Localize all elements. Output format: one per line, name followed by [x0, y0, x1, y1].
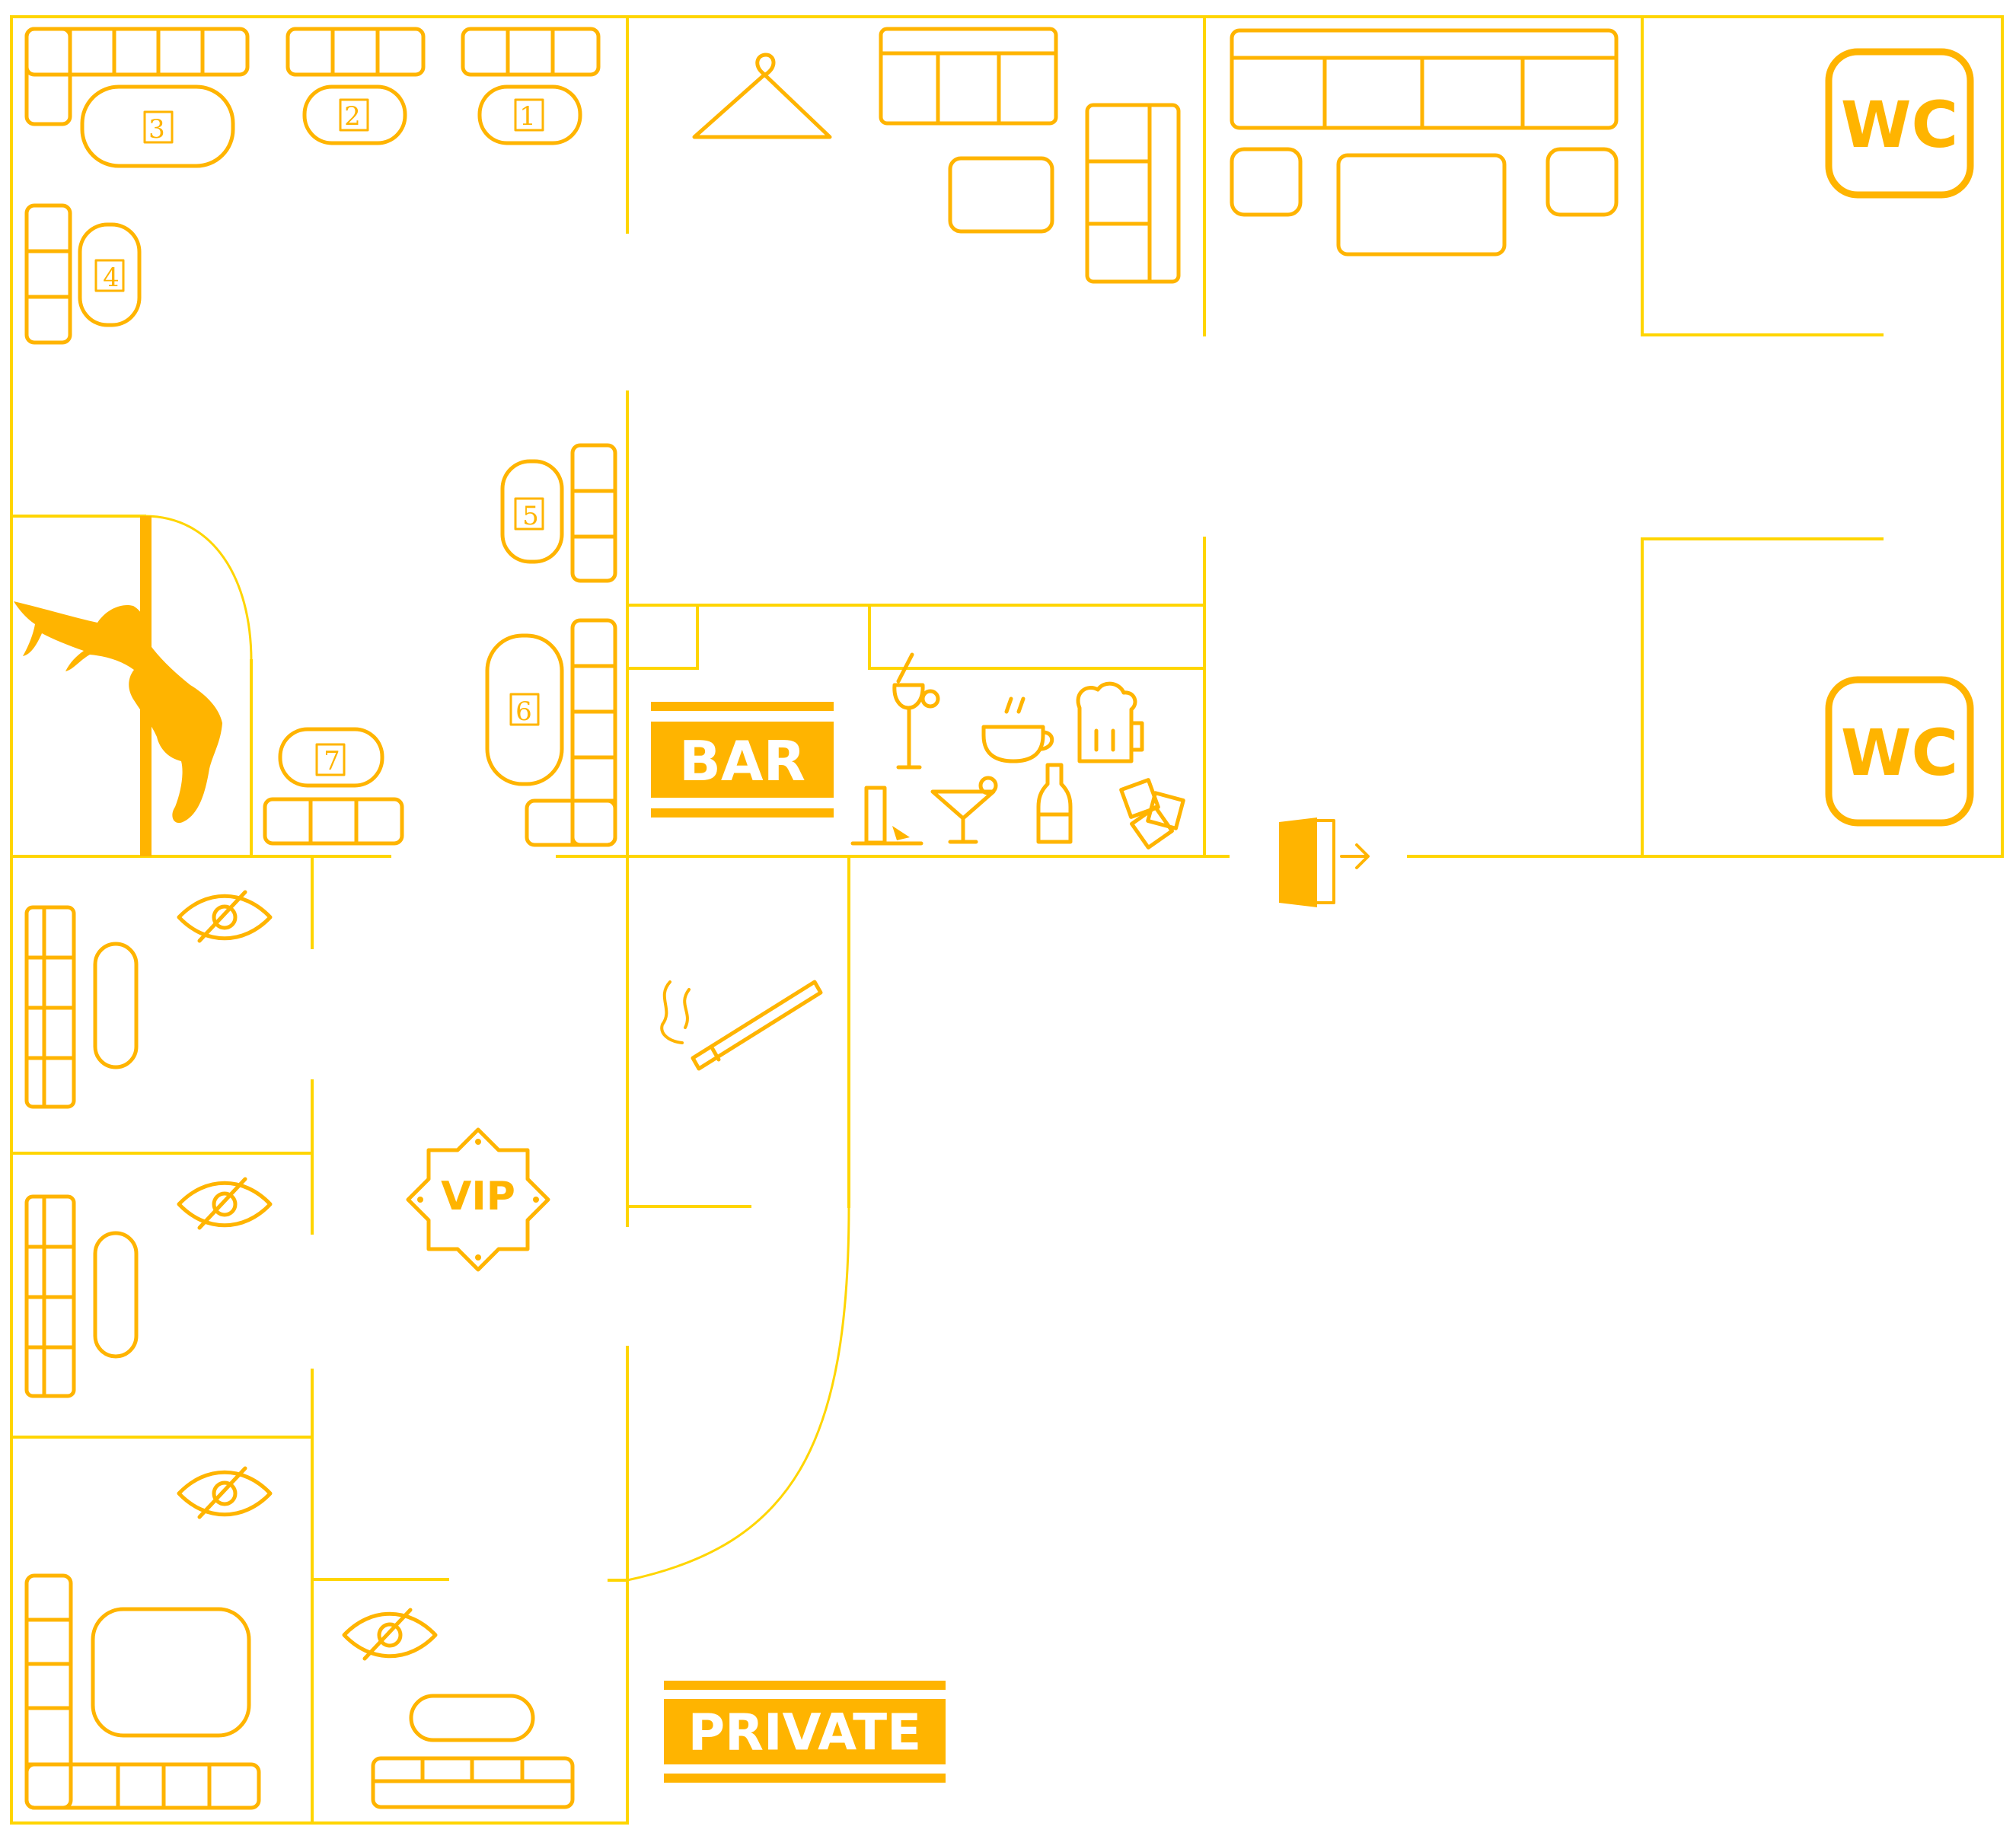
- table-number: 1: [519, 101, 536, 132]
- sofa-top-1: [461, 27, 601, 77]
- exit-door-icon: [1279, 818, 1370, 907]
- long-drink-icon: [850, 786, 923, 846]
- private-sign: PRIVATE: [664, 1681, 946, 1783]
- sofa-vip-4: [371, 1756, 575, 1809]
- table-4[interactable]: 4: [78, 222, 142, 327]
- sofa-vip-2: [24, 1194, 76, 1398]
- wc-bottom: WC: [1825, 676, 1974, 827]
- sofa-left: [24, 203, 72, 345]
- cloakroom: [692, 27, 1181, 284]
- vip-room-4: [342, 1608, 575, 1809]
- private-label: PRIVATE: [688, 1704, 921, 1762]
- vip-label: VIP: [441, 1174, 515, 1219]
- lounge: [1230, 28, 1619, 257]
- sofa-lounge: [1230, 28, 1619, 130]
- sofa-vip-1: [24, 905, 76, 1109]
- corner-sofa: [24, 27, 250, 126]
- sofa-cloak-top: [879, 27, 1058, 126]
- sofa-cloak-right: [1085, 103, 1181, 284]
- table-vip-4: [409, 1694, 535, 1742]
- martini-icon: [930, 776, 998, 844]
- sofa-top-2: [285, 27, 426, 77]
- table-vip-1: [93, 942, 139, 1069]
- vip-room-2: [24, 1177, 273, 1398]
- vip-badge-icon: VIP: [406, 1127, 550, 1272]
- sofa-vip-3: [24, 1573, 261, 1810]
- bar-sign: BAR: [651, 702, 834, 818]
- table-number: 7: [324, 746, 340, 776]
- sofa-5: [570, 443, 617, 583]
- wc-top: WC: [1825, 48, 1974, 199]
- coat-hanger-icon: [692, 53, 832, 139]
- table-number: 5: [522, 501, 539, 531]
- bar-label: BAR: [679, 729, 805, 793]
- vip-room-3: [24, 1466, 273, 1810]
- sofa-6: [525, 618, 617, 847]
- ice-cubes-icon: [1119, 778, 1185, 849]
- crossed-eye-icon: [342, 1608, 438, 1661]
- bar-area: BAR: [651, 652, 1185, 849]
- coffee-table: [1336, 153, 1507, 257]
- table-number: 2: [344, 101, 361, 132]
- walls: [10, 15, 2004, 1825]
- table-3[interactable]: 3: [80, 84, 235, 168]
- pole-dancer-icon: [14, 516, 222, 856]
- armchair-right: [1545, 147, 1619, 217]
- table-2[interactable]: 2: [302, 84, 407, 145]
- crossed-eye-icon: [177, 890, 273, 943]
- cigarette-icon: [660, 980, 823, 1071]
- coffee-cup-icon: [981, 696, 1054, 763]
- sofa-7: [263, 797, 404, 846]
- wc-label: WC: [1841, 88, 1958, 162]
- table-6[interactable]: 6: [485, 633, 564, 786]
- table-7[interactable]: 7: [278, 727, 384, 788]
- beer-mug-icon: [1076, 681, 1144, 763]
- main-hall: 3 2 1 4: [14, 27, 617, 856]
- table-1[interactable]: 1: [477, 84, 582, 145]
- table-vip-2: [93, 1231, 139, 1359]
- armchair-left: [1230, 147, 1303, 217]
- table-cloak: [948, 156, 1054, 234]
- vip-room-1: [24, 890, 273, 1109]
- bottle-icon: [1036, 763, 1073, 844]
- table-5[interactable]: 5: [500, 459, 564, 564]
- table-vip-3: [91, 1607, 251, 1738]
- table-number: 4: [103, 263, 120, 293]
- wc-label: WC: [1841, 716, 1958, 790]
- cocktail-icon: [892, 652, 940, 770]
- table-number: 6: [515, 696, 532, 727]
- table-number: 3: [148, 114, 165, 145]
- crossed-eye-icon: [177, 1466, 273, 1519]
- crossed-eye-icon: [177, 1177, 273, 1230]
